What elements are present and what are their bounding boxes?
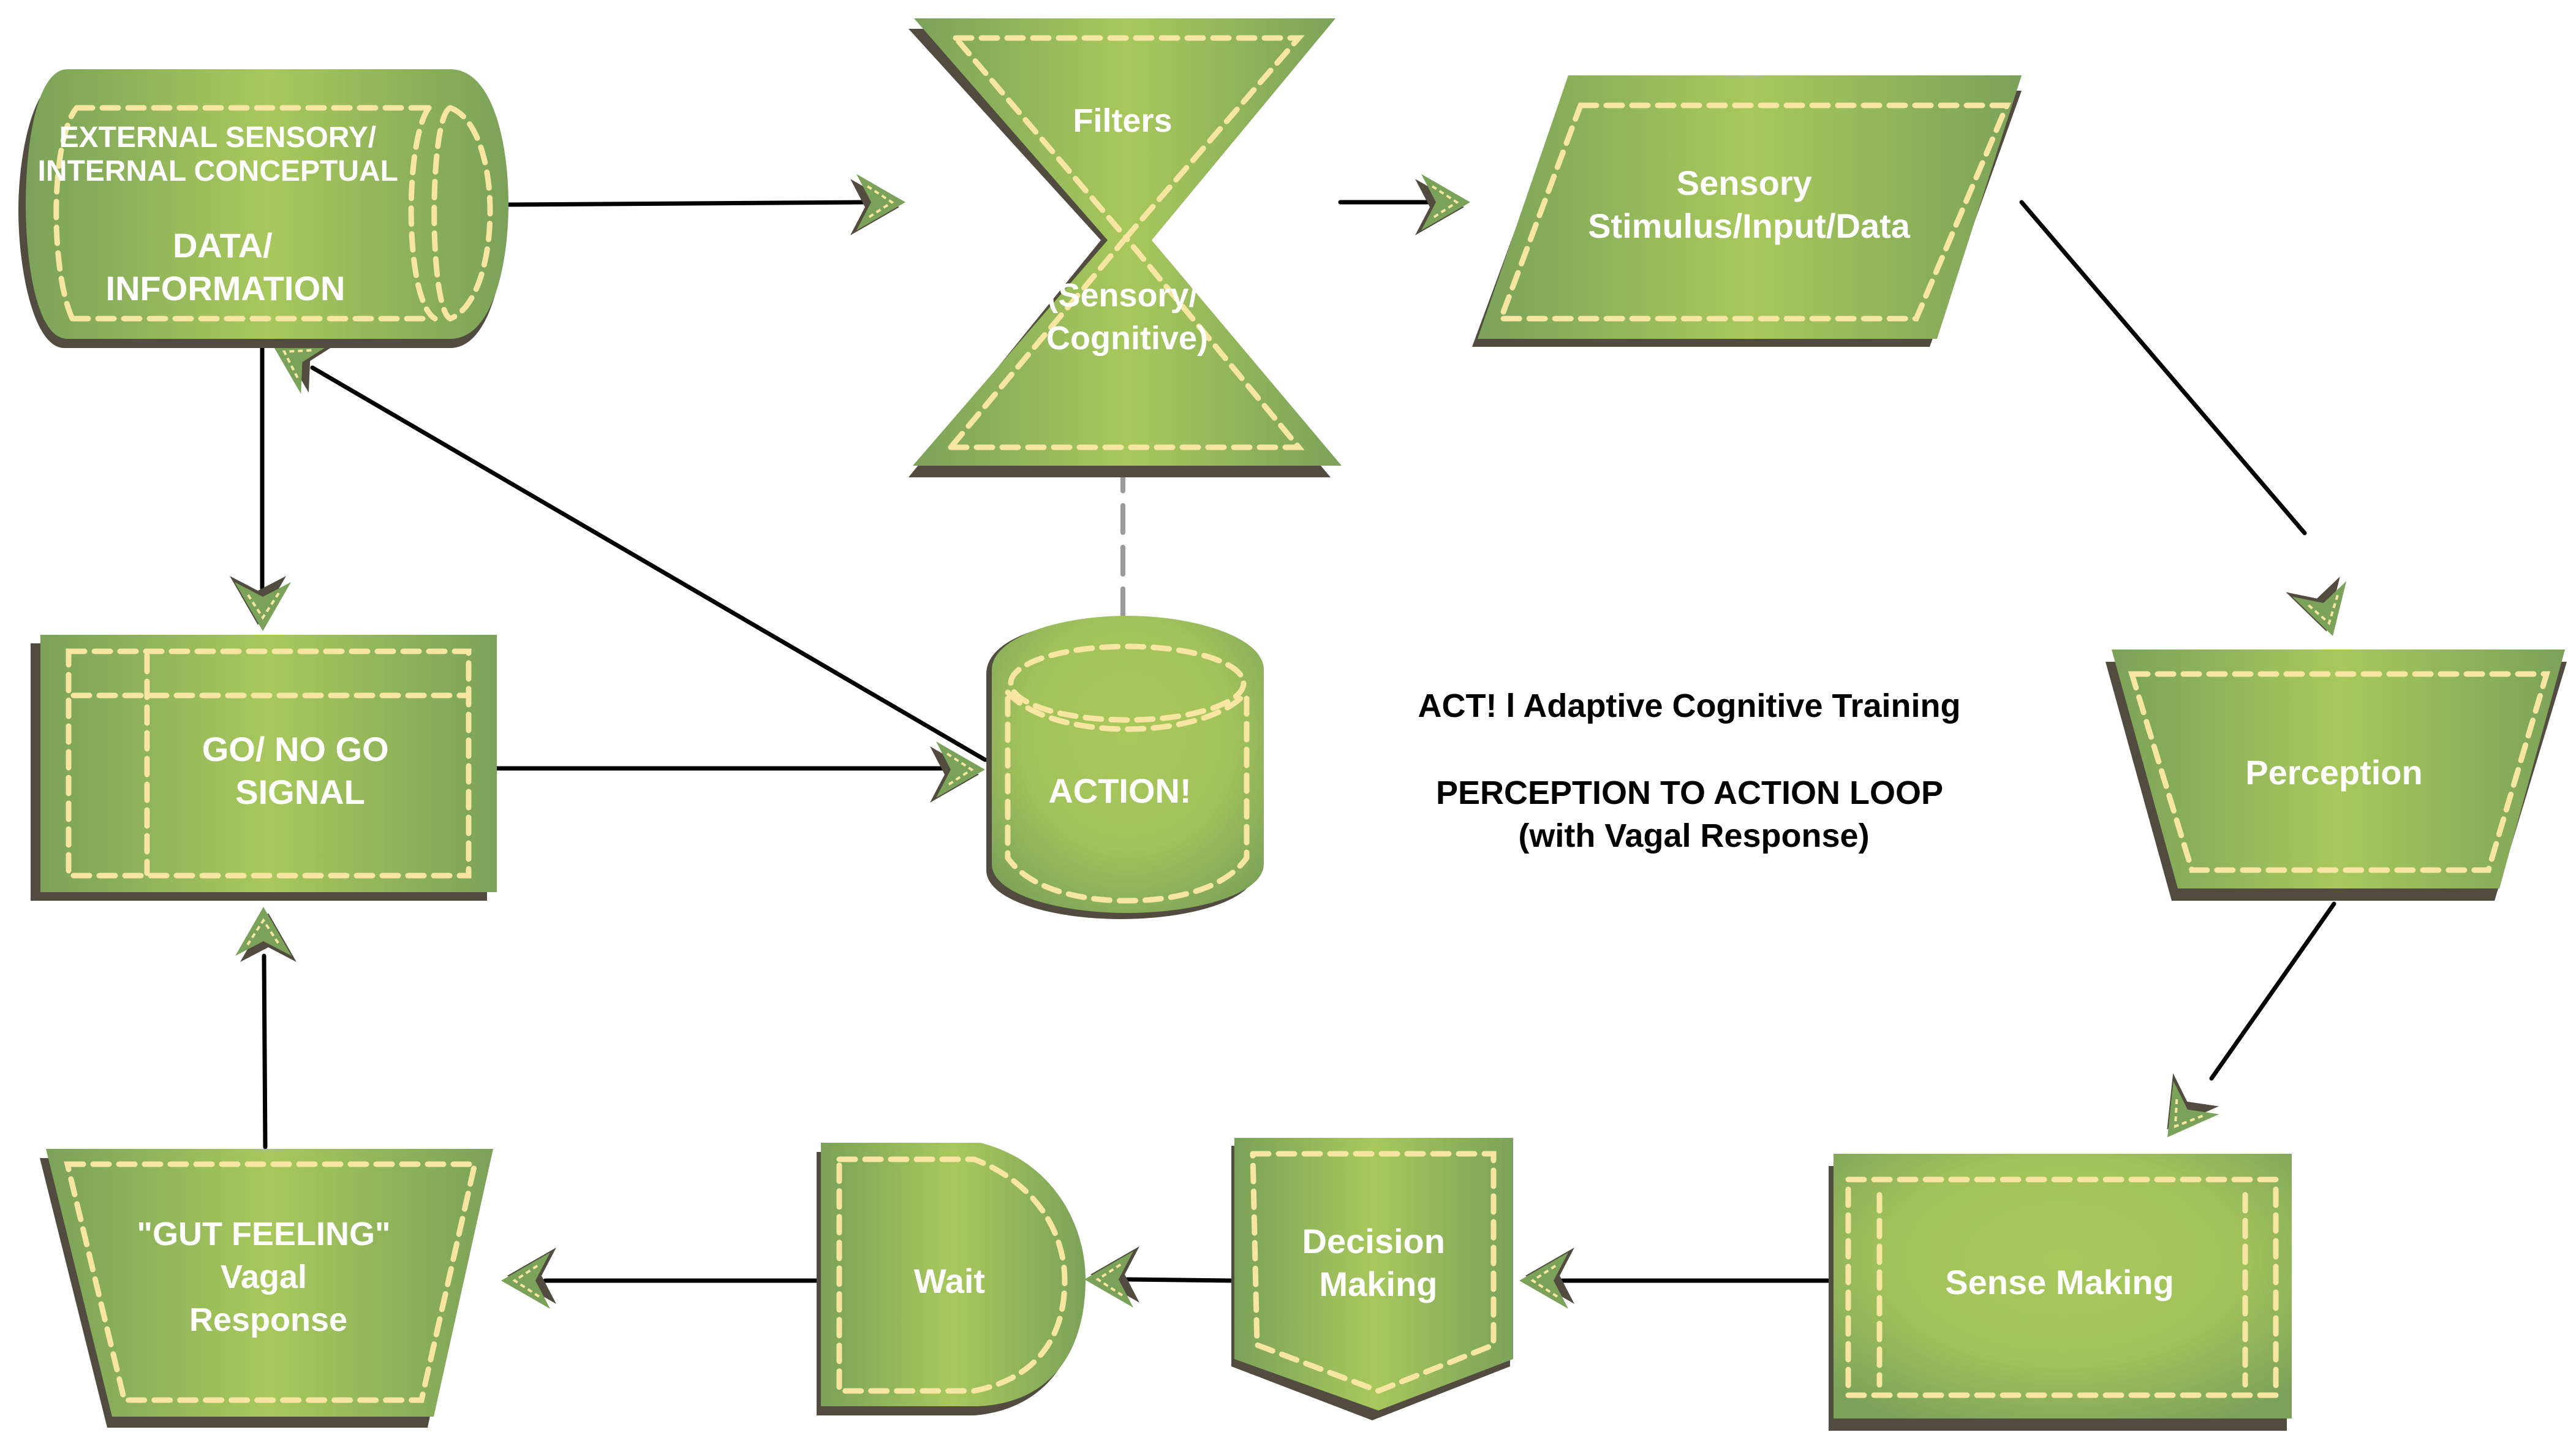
node-sense-making[interactable]: Sense Making: [1829, 1154, 2292, 1431]
node-filters[interactable]: Filters (Sensory/ Cognitive): [908, 18, 1342, 477]
node-sensory-stimulus[interactable]: Sensory Stimulus/Input/Data: [1472, 75, 2022, 347]
arrowhead-icon: [2140, 1073, 2223, 1154]
edge-go-no-go-to-action[interactable]: [493, 740, 986, 804]
arrowhead-icon: [234, 906, 298, 963]
node-go-no-go-label: GO/ NO GO SIGNAL: [202, 730, 398, 811]
label-line: Wait: [914, 1262, 985, 1300]
edge-sensory-to-perception[interactable]: [2019, 200, 2362, 646]
edge-data-to-go-no-go[interactable]: [229, 341, 292, 632]
edge-action-to-filters-dashed[interactable]: [1093, 391, 1157, 618]
edge-perception-to-sense-making[interactable]: [2140, 901, 2336, 1154]
title-line-1: ACT! l Adaptive Cognitive Training: [1418, 687, 1960, 724]
edge-wait-to-gut-feeling[interactable]: [500, 1246, 819, 1310]
label-line: Filters: [1073, 102, 1172, 139]
label-line: DATA/: [173, 226, 273, 265]
node-perception-label: Perception: [2245, 753, 2422, 792]
label-line: Perception: [2245, 753, 2422, 792]
edge-sense-making-to-decision[interactable]: [1518, 1246, 1831, 1310]
title-line-3: (with Vagal Response): [1518, 817, 1869, 854]
edge-gut-feeling-to-go-no-go[interactable]: [234, 906, 298, 1149]
node-action[interactable]: ACTION!: [986, 616, 1264, 919]
label-line: Vagal: [221, 1259, 307, 1295]
label-line: ACTION!: [1048, 771, 1191, 810]
label-line: Cognitive): [1046, 320, 1208, 357]
arrowhead-icon: [500, 1246, 557, 1310]
label-line: EXTERNAL SENSORY/: [59, 121, 376, 154]
arrowhead-icon: [1518, 1246, 1576, 1310]
node-data-information[interactable]: EXTERNAL SENSORY/ INTERNAL CONCEPTUAL DA…: [18, 69, 508, 348]
label-line: Making: [1320, 1265, 1438, 1303]
edge-data-to-filters[interactable]: [505, 173, 907, 237]
diagram-title-block: ACT! l Adaptive Cognitive Training PERCE…: [1418, 687, 1970, 854]
diagram-title: ACT! l Adaptive Cognitive Training PERCE…: [1418, 687, 1970, 854]
label-line: "GUT FEELING": [137, 1216, 390, 1252]
arrowhead-icon: [2284, 574, 2362, 646]
node-go-no-go-signal[interactable]: GO/ NO GO SIGNAL: [31, 635, 497, 901]
edge-decision-to-wait[interactable]: [1083, 1245, 1234, 1309]
node-filters-label: Filters (Sensory/ Cognitive): [1046, 102, 1208, 357]
node-decision-making[interactable]: Decision Making: [1231, 1138, 1513, 1420]
label-line: Sense Making: [1945, 1263, 2174, 1301]
label-line: GO/ NO GO: [202, 730, 389, 768]
label-line: Stimulus/Input/Data: [1588, 206, 1911, 245]
arrowhead-icon: [929, 740, 986, 804]
node-gut-feeling-label: "GUT FEELING" Vagal Response: [137, 1216, 399, 1338]
label-line: Sensory: [1677, 164, 1812, 202]
edge-filters-to-sensory[interactable]: [1338, 173, 1471, 237]
arrowhead-icon: [849, 173, 907, 237]
node-gut-feeling[interactable]: "GUT FEELING" Vagal Response: [40, 1149, 493, 1428]
arrowhead-icon: [1414, 173, 1471, 237]
node-perception[interactable]: Perception: [2106, 650, 2567, 901]
title-line-2: PERCEPTION TO ACTION LOOP: [1436, 775, 1943, 811]
node-data-label: EXTERNAL SENSORY/ INTERNAL CONCEPTUAL DA…: [38, 121, 406, 308]
connectors: [229, 173, 2362, 1310]
node-sensory-label: Sensory Stimulus/Input/Data: [1588, 164, 1911, 245]
node-wait-label: Wait: [914, 1262, 985, 1300]
node-sense-making-label: Sense Making: [1945, 1263, 2174, 1301]
label-line: SIGNAL: [235, 773, 365, 811]
node-wait[interactable]: Wait: [817, 1143, 1086, 1415]
label-line: Decision: [1302, 1222, 1445, 1260]
node-action-label: ACTION!: [1048, 771, 1191, 810]
node-decision-label: Decision Making: [1302, 1222, 1455, 1303]
edge-action-to-data[interactable]: [257, 315, 988, 762]
label-line: INTERNAL CONCEPTUAL: [38, 155, 398, 187]
label-line: INFORMATION: [106, 269, 346, 308]
label-line: Response: [189, 1301, 347, 1338]
arrowhead-icon: [1083, 1245, 1141, 1309]
label-line: (Sensory/: [1047, 277, 1198, 314]
